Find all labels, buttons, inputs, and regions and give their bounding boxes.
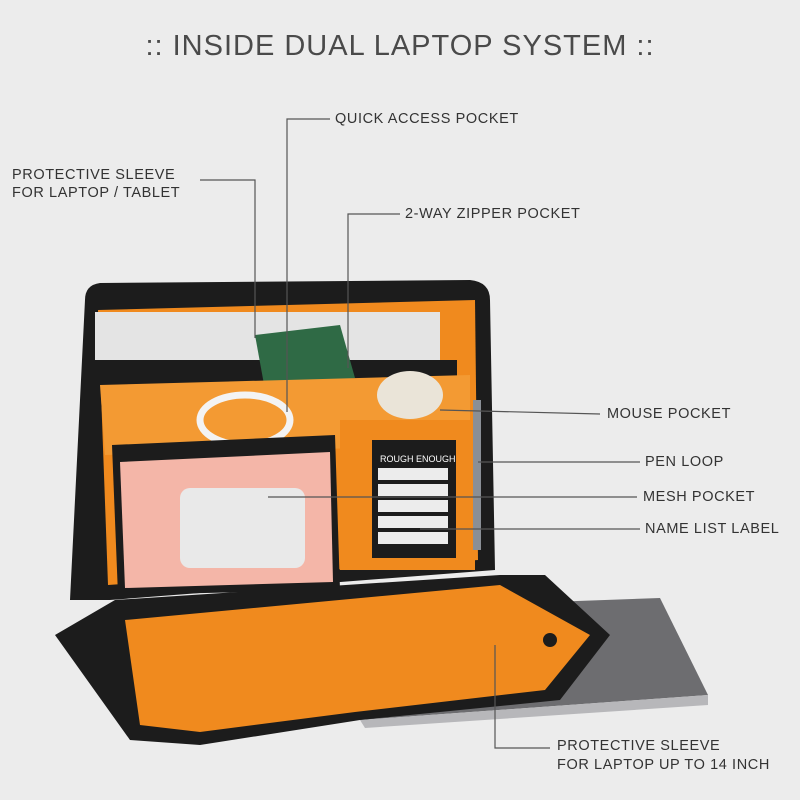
callout-lines <box>200 118 640 749</box>
callout-mesh-pocket: MESH POCKET <box>643 489 756 505</box>
callout-quick-access-pocket: QUICK ACCESS POCKET <box>335 111 519 127</box>
svg-text:ROUGH ENOUGH: ROUGH ENOUGH <box>380 454 456 464</box>
page-title: :: INSIDE DUAL LAPTOP SYSTEM :: <box>145 30 655 62</box>
callout-pen-loop: PEN LOOP <box>645 454 724 470</box>
callout-sleeve-14-line2: FOR LAPTOP UP TO 14 INCH <box>557 757 770 773</box>
callout-sleeve-14-line1: PROTECTIVE SLEEVE <box>557 738 721 754</box>
callout-mouse-pocket: MOUSE POCKET <box>607 406 732 422</box>
front-sleeve <box>125 585 590 732</box>
notebook <box>255 325 355 390</box>
mouse <box>377 371 443 419</box>
pen <box>473 400 481 550</box>
callout-2-way-zipper-pocket: 2-WAY ZIPPER POCKET <box>405 206 581 222</box>
callout-sleeve-tablet-line1: PROTECTIVE SLEEVE <box>12 167 176 183</box>
callout-sleeve-tablet-line2: FOR LAPTOP / TABLET <box>12 185 181 201</box>
callout-name-list-label: NAME LIST LABEL <box>645 521 780 537</box>
